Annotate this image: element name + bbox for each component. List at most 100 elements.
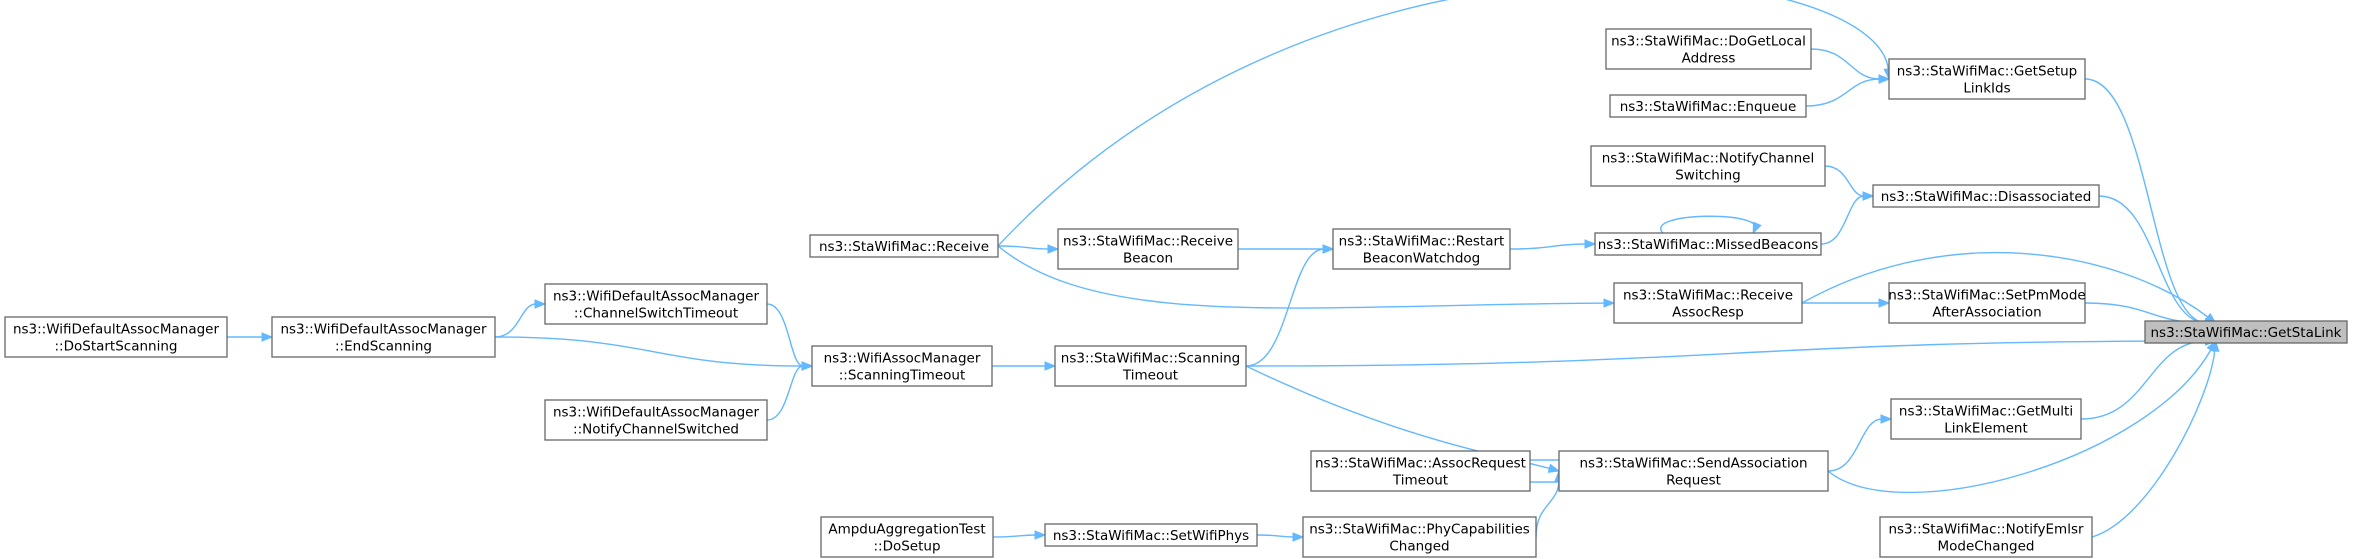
edge-get-setup-link-ids-to-get-sta-link xyxy=(2084,78,2218,328)
edge-line xyxy=(1245,340,2207,367)
node-label-line: BeaconWatchdog xyxy=(1363,251,1481,267)
node-ampdu-aggregation-test-do-setup[interactable]: AmpduAggregationTest::DoSetup xyxy=(820,516,994,558)
arrowhead xyxy=(2209,339,2220,352)
node-label-line: ns3::WifiDefaultAssocManager xyxy=(13,322,220,338)
node-box xyxy=(1044,523,1258,547)
node-box xyxy=(1879,516,2093,558)
edge-line xyxy=(2091,349,2216,538)
node-label-line: ns3::StaWifiMac::AssocRequest xyxy=(1315,456,1526,472)
arrowhead xyxy=(1880,414,1893,424)
arrowhead xyxy=(1862,191,1875,201)
node-label-line: ns3::StaWifiMac::MissedBeacons xyxy=(1598,237,1819,253)
edge-wifi-assoc-manager-scanning-timeout-to-scanning-timeout xyxy=(992,361,1057,371)
node-label-line: Timeout xyxy=(1122,368,1178,384)
node-channel-switch-timeout[interactable]: ns3::WifiDefaultAssocManager::ChannelSwi… xyxy=(544,283,768,325)
arrowhead xyxy=(534,299,547,309)
node-box xyxy=(820,516,994,558)
node-box xyxy=(1613,282,1803,324)
node-receive[interactable]: ns3::StaWifiMac::Receive xyxy=(809,234,999,258)
arrowhead xyxy=(1292,532,1305,542)
node-label-line: ns3::StaWifiMac::Receive xyxy=(819,239,989,255)
node-box xyxy=(1594,232,1822,256)
edge-line xyxy=(997,245,1606,309)
node-end-scanning[interactable]: ns3::WifiDefaultAssocManager::EndScannin… xyxy=(271,316,496,358)
node-notify-channel-switched[interactable]: ns3::WifiDefaultAssocManager::NotifyChan… xyxy=(544,399,768,441)
node-box xyxy=(1590,145,1826,187)
node-layer: ns3::StaWifiMac::GetStaLinkns3::StaWifiM… xyxy=(4,28,2348,558)
node-box xyxy=(1310,450,1531,492)
edge-do-get-local-address-to-get-setup-link-ids xyxy=(1810,48,1891,84)
node-label-line: ns3::StaWifiMac::GetSetup xyxy=(1897,64,2078,80)
node-label-line: ns3::StaWifiMac::NotifyChannel xyxy=(1602,151,1815,167)
node-do-start-scanning[interactable]: ns3::WifiDefaultAssocManager::DoStartSca… xyxy=(4,316,228,358)
arrowhead xyxy=(801,361,814,371)
node-label-line: ns3::StaWifiMac::GetMulti xyxy=(1899,404,2073,420)
node-scanning-timeout[interactable]: ns3::StaWifiMac::ScanningTimeout xyxy=(1054,345,1247,387)
edge-end-scanning-to-channel-switch-timeout xyxy=(494,299,547,338)
edge-do-start-scanning-to-end-scanning xyxy=(226,332,274,342)
node-label-line: AssocResp xyxy=(1672,305,1744,321)
node-label-line: ::ScanningTimeout xyxy=(839,368,966,384)
edge-receive-beacon-to-restart-beacon-watchdog xyxy=(1238,244,1335,254)
node-box xyxy=(1558,450,1829,492)
node-box xyxy=(2144,320,2348,344)
node-box xyxy=(544,399,768,441)
node-label-line: ns3::StaWifiMac::Restart xyxy=(1339,234,1505,250)
node-label-line: ns3::StaWifiMac::PhyCapabilities xyxy=(1309,522,1530,538)
edge-missed-beacons-to-disassociated xyxy=(1820,191,1875,245)
edge-line xyxy=(1801,252,2209,319)
edge-missed-beacons-to-missed-beacons xyxy=(1660,215,1762,235)
node-label-line: Beacon xyxy=(1123,251,1173,267)
edge-line xyxy=(1824,165,1865,197)
node-label-line: ::EndScanning xyxy=(335,339,432,355)
node-label-line: ::DoSetup xyxy=(873,539,940,555)
edge-channel-switch-timeout-to-wifi-assoc-manager-scanning-timeout xyxy=(766,303,814,371)
edge-line xyxy=(2080,340,2207,420)
node-label-line: ns3::StaWifiMac::NotifyEmlsr xyxy=(1888,522,2084,538)
node-label-line: ns3::StaWifiMac::Enqueue xyxy=(1620,99,1797,115)
node-enqueue[interactable]: ns3::StaWifiMac::Enqueue xyxy=(1609,94,1807,118)
node-label-line: ModeChanged xyxy=(1937,539,2034,555)
arrowhead xyxy=(1878,298,1891,308)
node-label-line: ns3::WifiDefaultAssocManager xyxy=(553,405,760,421)
node-missed-beacons[interactable]: ns3::StaWifiMac::MissedBeacons xyxy=(1594,232,1822,256)
node-wifi-assoc-manager-scanning-timeout[interactable]: ns3::WifiAssocManager::ScanningTimeout xyxy=(811,345,993,387)
edge-line xyxy=(1535,479,1560,538)
arrowhead xyxy=(1878,74,1891,84)
node-label-line: ns3::StaWifiMac::Receive xyxy=(1623,288,1793,304)
node-label-line: Timeout xyxy=(1392,473,1448,489)
node-label-line: ns3::StaWifiMac::Disassociated xyxy=(1881,189,2092,205)
edge-line xyxy=(1805,78,1881,107)
arrowhead xyxy=(1584,239,1597,249)
node-disassociated[interactable]: ns3::StaWifiMac::Disassociated xyxy=(1872,184,2100,208)
edge-line xyxy=(1827,348,2212,493)
node-label-line: AmpduAggregationTest xyxy=(828,522,985,538)
edge-scanning-timeout-to-get-sta-link xyxy=(1245,336,2218,367)
edge-line xyxy=(992,534,1037,538)
node-label-line: Address xyxy=(1682,51,1736,67)
edge-receive-to-receive-beacon xyxy=(997,244,1060,254)
node-box xyxy=(1332,228,1511,270)
node-box xyxy=(1888,58,2086,100)
arrowhead xyxy=(1603,298,1616,308)
node-set-pm-mode-after-association[interactable]: ns3::StaWifiMac::SetPmModeAfterAssociati… xyxy=(1888,282,2086,324)
edge-notify-channel-switched-to-wifi-assoc-manager-scanning-timeout xyxy=(766,361,814,421)
node-label-line: ns3::WifiDefaultAssocManager xyxy=(280,322,487,338)
node-set-wifi-phys[interactable]: ns3::StaWifiMac::SetWifiPhys xyxy=(1044,523,1258,547)
node-get-sta-link[interactable]: ns3::StaWifiMac::GetStaLink xyxy=(2144,320,2348,344)
node-label-line: ns3::StaWifiMac::Receive xyxy=(1063,234,1233,250)
node-label-line: LinkElement xyxy=(1944,421,2028,437)
node-label-line: ns3::StaWifiMac::SetPmMode xyxy=(1888,288,2085,304)
node-label-line: ::ChannelSwitchTimeout xyxy=(574,306,738,322)
